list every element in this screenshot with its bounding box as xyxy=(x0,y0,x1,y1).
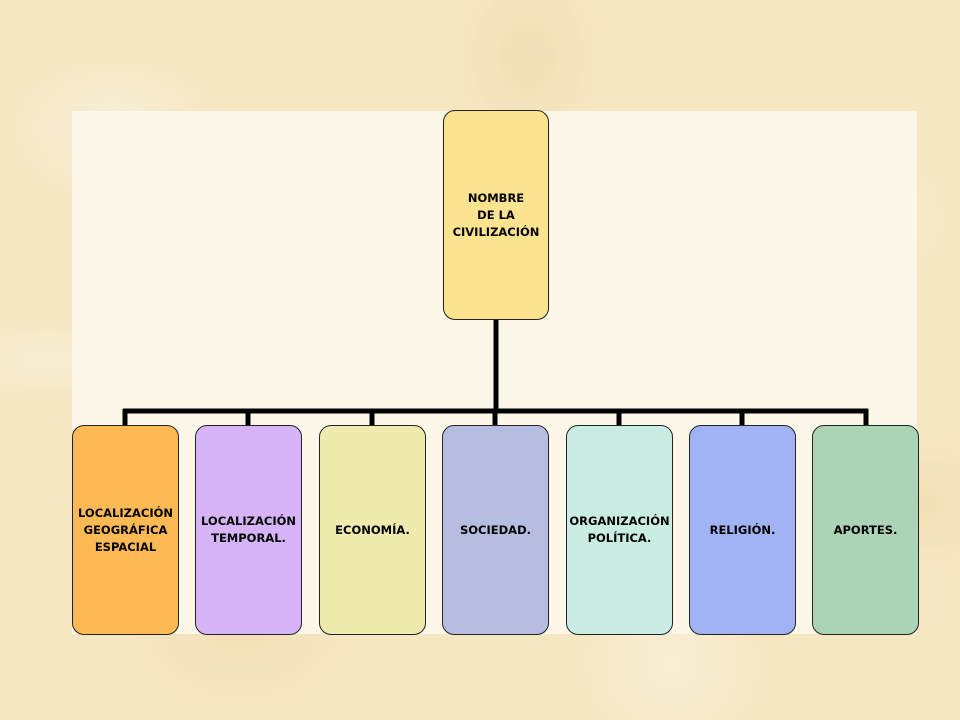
child-node-organizacion-politica: ORGANIZACIÓN POLÍTICA. xyxy=(566,425,673,635)
child-node-aportes: APORTES. xyxy=(812,425,919,635)
child-node-economia: ECONOMÍA. xyxy=(319,425,426,635)
child-node-label: ECONOMÍA. xyxy=(335,522,410,537)
child-node-label: RELIGIÓN. xyxy=(709,522,776,537)
child-node-sociedad: SOCIEDAD. xyxy=(442,425,549,635)
child-node-label: SOCIEDAD. xyxy=(460,522,531,537)
child-node-label: LOCALIZACIÓN GEOGRÁFICA ESPACIAL xyxy=(78,505,173,554)
child-node-localizacion-geografica: LOCALIZACIÓN GEOGRÁFICA ESPACIAL xyxy=(72,425,179,635)
root-node-label: NOMBRE DE LA CIVILIZACIÓN xyxy=(452,191,540,239)
root-node: NOMBRE DE LA CIVILIZACIÓN xyxy=(443,110,549,320)
child-node-label: APORTES. xyxy=(833,522,898,537)
child-node-religion: RELIGIÓN. xyxy=(689,425,796,635)
child-node-localizacion-temporal: LOCALIZACIÓN TEMPORAL. xyxy=(195,425,302,635)
child-node-label: LOCALIZACIÓN TEMPORAL. xyxy=(201,514,296,545)
child-node-label: ORGANIZACIÓN POLÍTICA. xyxy=(569,514,670,545)
